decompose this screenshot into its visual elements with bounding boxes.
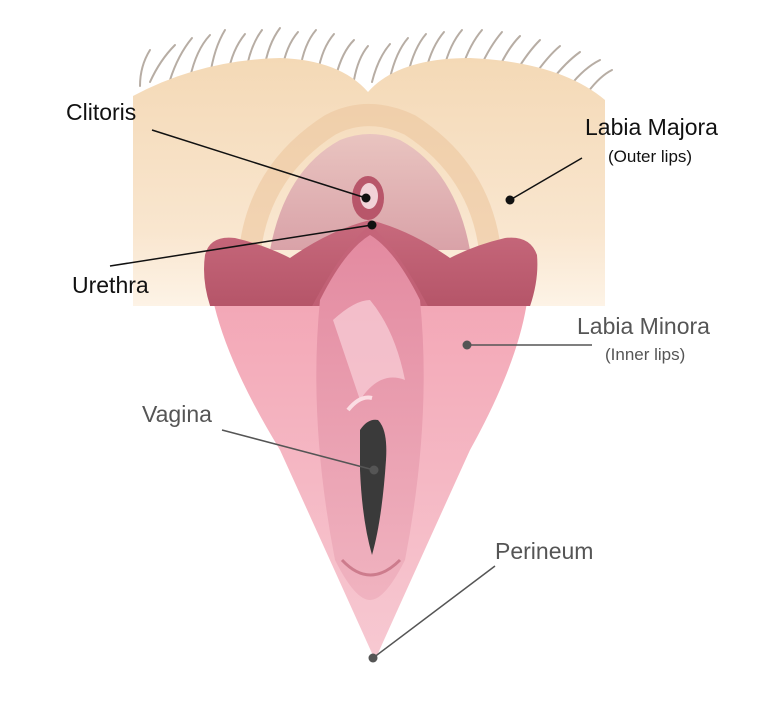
labia-minora-marker bbox=[462, 340, 472, 350]
perineum-marker bbox=[368, 653, 378, 663]
urethra-marker bbox=[367, 220, 377, 230]
majora-fold bbox=[239, 104, 501, 252]
vagina-label: Vagina bbox=[142, 401, 212, 427]
clitoris-marker bbox=[361, 193, 371, 203]
urethra-label: Urethra bbox=[72, 272, 149, 298]
labia-majora-leader bbox=[509, 157, 583, 201]
clitoris-leader bbox=[151, 129, 367, 199]
vaginal-opening bbox=[360, 419, 387, 555]
labia-majora-label: Labia Majora bbox=[585, 114, 718, 140]
perineum-leader bbox=[372, 565, 496, 659]
perineum-label: Perineum bbox=[495, 538, 594, 564]
vagina-marker bbox=[369, 465, 379, 475]
urethra-leader bbox=[109, 224, 373, 267]
labia-majora-marker bbox=[505, 195, 515, 205]
labia-majora-sublabel: (Outer lips) bbox=[608, 147, 693, 166]
labia-minora-sublabel: (Inner lips) bbox=[605, 345, 686, 364]
clitoris-label: Clitoris bbox=[66, 99, 137, 125]
vagina-leader bbox=[221, 429, 375, 471]
labia-minora-label: Labia Minora bbox=[577, 313, 710, 339]
